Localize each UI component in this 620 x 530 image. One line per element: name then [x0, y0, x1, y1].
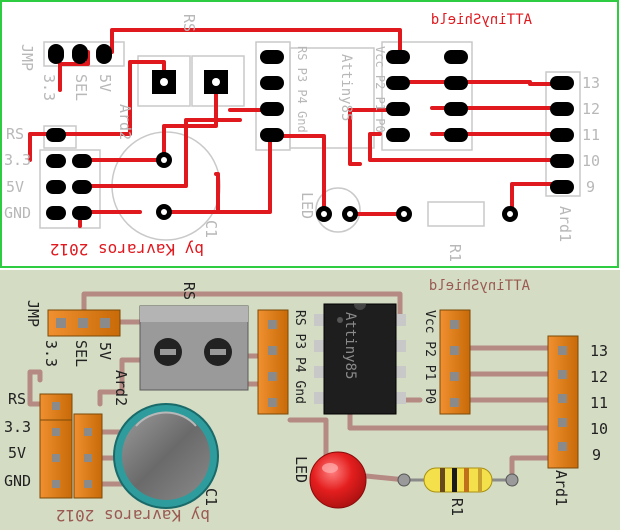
breadboard-panel: ATTinyShield JMP 3.3 SEL 5V Ard2 RS RS 3…: [0, 270, 620, 530]
bb-33-left: 3.3: [4, 418, 31, 436]
bb-header-11: 11: [590, 394, 608, 412]
pcb-rs-label: RS: [6, 125, 24, 143]
pcb-pads: [46, 44, 574, 222]
pcb-title: ATTinyShield: [431, 12, 532, 28]
pcb-traces: [28, 28, 562, 228]
pcb-credit: by Kavraros 2012: [50, 240, 204, 259]
bb-title: ATTinyShield: [429, 278, 530, 294]
pcb-rs-top-label: RS: [180, 14, 198, 32]
pcb-header-11: 11: [582, 126, 600, 144]
pcb-header-10: 10: [582, 152, 600, 170]
bb-ard1-label: Ard1: [552, 470, 570, 506]
pcb-chip-label: Attiny85: [338, 54, 354, 121]
pcb-labels: ATTinyShield JMP 3.3 SEL 5V Ard2 RS RS 3…: [4, 12, 600, 262]
pcb-ard1-label: Ard1: [556, 206, 574, 242]
pcb-header-9: 9: [586, 178, 595, 196]
bb-5v-jumper: 5V: [96, 342, 114, 360]
bb-chip-right-pins: Vcc P2 P1 P0: [422, 310, 437, 404]
pcb-ard2-label: Ard2: [116, 104, 134, 140]
bb-ard2-label: Ard2: [112, 370, 130, 406]
pcb-33-left: 3.3: [4, 151, 31, 169]
pcb-c1-label: C1: [202, 220, 220, 238]
pcb-v33-jumper: 3.3: [40, 74, 58, 101]
pcb-led-label: LED: [298, 192, 316, 219]
jumper-header: [47, 309, 121, 337]
pcb-header-13: 13: [582, 74, 600, 92]
pcb-header-12: 12: [582, 100, 600, 118]
pcb-5v-left: 5V: [6, 178, 24, 196]
pcb-jumper-label: JMP: [18, 44, 36, 71]
pcb-r1-label: R1: [446, 244, 464, 262]
bb-sel-label: SEL: [72, 340, 90, 367]
bb-v33-jumper: 3.3: [42, 340, 60, 367]
power-header: [39, 393, 103, 499]
bb-header-9: 9: [592, 446, 601, 464]
bb-credit: by Kavraros 2012: [56, 506, 210, 525]
chip-right-header: [439, 309, 471, 415]
pcb-chip-left-pins: RS P3 P4 Gnd: [295, 46, 309, 133]
bb-r1-label: R1: [448, 498, 466, 516]
breadboard-labels: ATTinyShield JMP 3.3 SEL 5V Ard2 RS RS 3…: [4, 278, 608, 525]
bb-gnd-label: GND: [4, 472, 31, 490]
bb-chip-label: Attiny85: [342, 312, 358, 379]
bb-rs-top-label: RS: [180, 282, 198, 300]
arduino-header: [547, 335, 579, 469]
bb-header-10: 10: [590, 420, 608, 438]
bb-rs-label: RS: [8, 390, 26, 408]
voltage-regulator: [139, 305, 249, 391]
pcb-gnd-label: GND: [4, 204, 31, 222]
pcb-5v-jumper: 5V: [96, 74, 114, 92]
pcb-layout-panel: ATTinyShield JMP 3.3 SEL 5V Ard2 RS RS 3…: [0, 0, 619, 268]
attiny-chip: [314, 303, 406, 415]
capacitor: [113, 403, 219, 509]
bb-c1-label: C1: [202, 488, 220, 506]
bb-5v-left: 5V: [8, 444, 26, 462]
bb-jumper-label: JMP: [24, 300, 42, 327]
bb-led-label: LED: [292, 456, 310, 483]
pcb-chip-right-pins: Vcc P2 P1 P0: [373, 46, 387, 133]
bb-chip-left-pins: RS P3 P4 Gnd: [292, 310, 307, 404]
led: [309, 451, 367, 509]
bb-header-13: 13: [590, 342, 608, 360]
resistor: [397, 467, 519, 493]
pcb-sel-label: SEL: [72, 74, 90, 101]
chip-left-header: [257, 309, 289, 415]
bb-header-12: 12: [590, 368, 608, 386]
